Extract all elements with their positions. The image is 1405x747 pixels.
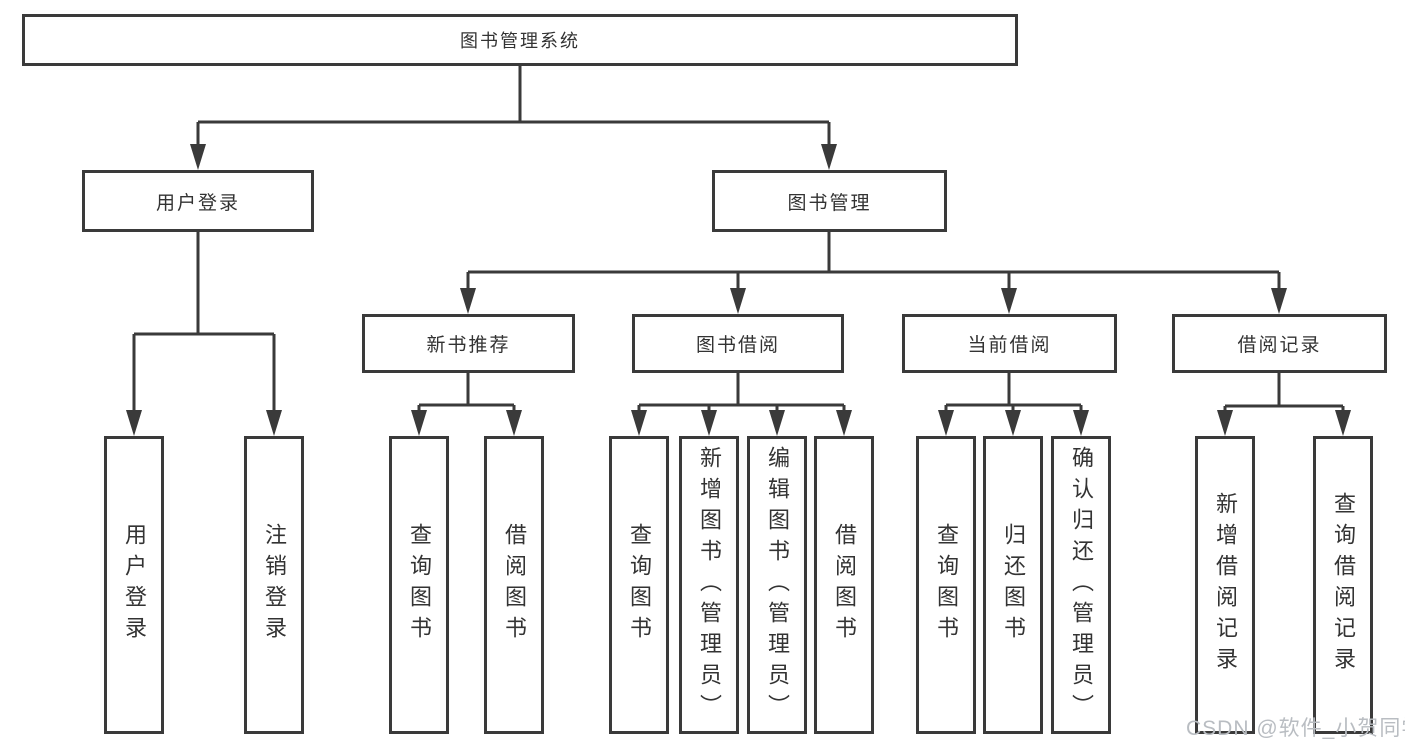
- node-borrow-records-label: 借阅记录: [1237, 335, 1322, 356]
- leaf-add-book-admin: 新增图书（管理员）: [679, 436, 739, 734]
- leaf-add-borrow-record: 新增借阅记录: [1195, 436, 1255, 734]
- node-current-borrow-label: 当前借阅: [967, 335, 1052, 356]
- leaf-add-borrow-record-label: 新增借阅记录: [1213, 492, 1238, 678]
- node-new-book-recommend: 新书推荐: [362, 314, 575, 373]
- leaf-query-book-2-label: 查询图书: [627, 523, 652, 647]
- leaf-borrow-book-2: 借阅图书: [814, 436, 874, 734]
- leaf-query-borrow-record-label: 查询借阅记录: [1331, 492, 1356, 678]
- node-user-login: 用户登录: [82, 170, 314, 232]
- leaf-user-login: 用户登录: [104, 436, 164, 734]
- leaf-query-book-1-label: 查询图书: [407, 523, 432, 647]
- leaf-query-borrow-record: 查询借阅记录: [1313, 436, 1373, 734]
- leaf-user-login-label: 用户登录: [122, 523, 147, 647]
- leaf-add-book-admin-label: 新增图书（管理员）: [697, 445, 722, 725]
- leaf-return-book-label: 归还图书: [1001, 523, 1026, 647]
- leaf-edit-book-admin-label: 编辑图书（管理员）: [765, 445, 790, 725]
- leaf-query-book-3: 查询图书: [916, 436, 976, 734]
- leaf-borrow-book-1-label: 借阅图书: [502, 523, 527, 647]
- leaf-logout: 注销登录: [244, 436, 304, 734]
- leaf-logout-label: 注销登录: [262, 523, 287, 647]
- node-book-management-label: 图书管理: [787, 192, 872, 214]
- node-root-label: 图书管理系统: [460, 31, 580, 51]
- leaf-return-book: 归还图书: [983, 436, 1043, 734]
- leaf-confirm-return-admin: 确认归还（管理员）: [1051, 436, 1111, 734]
- node-current-borrow: 当前借阅: [902, 314, 1117, 373]
- leaf-borrow-book-1: 借阅图书: [484, 436, 544, 734]
- node-book-borrow: 图书借阅: [632, 314, 844, 373]
- node-borrow-records: 借阅记录: [1172, 314, 1387, 373]
- leaf-confirm-return-admin-label: 确认归还（管理员）: [1069, 445, 1094, 725]
- leaf-borrow-book-2-label: 借阅图书: [832, 523, 857, 647]
- node-new-book-recommend-label: 新书推荐: [426, 335, 511, 356]
- node-root: 图书管理系统: [22, 14, 1018, 66]
- leaf-query-book-1: 查询图书: [389, 436, 449, 734]
- node-user-login-label: 用户登录: [155, 192, 240, 214]
- arrowhead-icons: [126, 144, 1351, 436]
- leaf-query-book-2: 查询图书: [609, 436, 669, 734]
- leaf-query-book-3-label: 查询图书: [934, 523, 959, 647]
- node-book-management: 图书管理: [712, 170, 947, 232]
- leaf-edit-book-admin: 编辑图书（管理员）: [747, 436, 807, 734]
- node-book-borrow-label: 图书借阅: [695, 335, 780, 356]
